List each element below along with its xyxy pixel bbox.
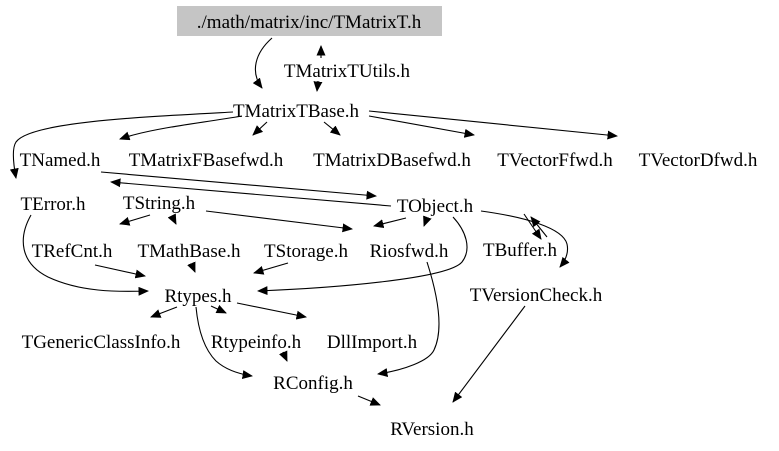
node-tstorage[interactable]: TStorage.h (264, 241, 348, 262)
node-tstring[interactable]: TString.h (123, 193, 196, 214)
node-tmatrixtutils[interactable]: TMatrixTUtils.h (284, 61, 411, 82)
node-tmatrixdbasefwd[interactable]: TMatrixDBasefwd.h (313, 150, 471, 171)
edge-group (9, 37, 618, 406)
edge-tbuffer-tobject (530, 216, 548, 238)
node-rtypeinfo[interactable]: Rtypeinfo.h (211, 332, 302, 353)
node-trefcnt[interactable]: TRefCnt.h (32, 241, 113, 262)
edge-rtypes-rtypeinfo (210, 304, 227, 314)
node-riosfwd[interactable]: Riosfwd.h (370, 241, 449, 262)
node-tmatrixt-box[interactable] (177, 6, 442, 36)
edge-tmatrixtbase-tmatrixfbasefwd (252, 121, 268, 136)
node-tversioncheck[interactable]: TVersionCheck.h (470, 285, 603, 306)
edge-tobject-tstorage (373, 217, 407, 229)
edge-rtypeinfo-rconfig (279, 350, 288, 362)
edge-tobject-tversioncheck (480, 210, 570, 268)
edge-rconfig-rversion (357, 395, 381, 406)
node-tmatrixt[interactable]: ./math/matrix/inc/TMatrixT.h (197, 12, 422, 33)
edge-trefcnt-rtypes (94, 264, 146, 279)
edge-terror-rtypes (22, 214, 149, 296)
node-tobject[interactable]: TObject.h (397, 196, 474, 217)
edge-tstring-tmathbase (167, 213, 177, 225)
edge-tmatrixtbase-tmatrixdbasefwd (323, 121, 341, 136)
node-rversion[interactable]: RVersion.h (390, 419, 474, 440)
edge-rtypes-dllimport (236, 302, 307, 320)
edge-tstring-trefcnt (119, 214, 151, 226)
node-rconfig[interactable]: RConfig.h (273, 373, 353, 394)
edge-tversioncheck-rversion (452, 305, 526, 403)
node-tvectorffwd[interactable]: TVectorFfwd.h (497, 150, 613, 171)
node-tgenericclassinfo[interactable]: TGenericClassInfo.h (22, 332, 181, 353)
edge-tobject-tnamed (110, 178, 392, 207)
edge-tstorage-rtypes (253, 262, 289, 275)
edge-tmatrixtbase-tvectorffwd (368, 115, 475, 138)
node-tmathbase[interactable]: TMathBase.h (138, 241, 241, 262)
edge-tmathbase-rtypes (187, 261, 196, 273)
edge-tnamed-tobject (100, 171, 377, 200)
node-tvectordfwd[interactable]: TVectorDfwd.h (639, 150, 758, 171)
node-terror[interactable]: TError.h (21, 194, 86, 215)
node-rtypes[interactable]: Rtypes.h (164, 286, 232, 307)
edge-riosfwd-rconfig (377, 261, 440, 378)
edge-tmatrixtutils-tmatrixtbase (313, 80, 323, 92)
edge-tstring-tstorage (205, 210, 353, 233)
edge-rtypes-tgenericclassinfo (150, 306, 178, 318)
node-group: ./math/matrix/inc/TMatrixT.h TMatrixTUti… (20, 6, 758, 440)
node-dllimport[interactable]: DllImport.h (327, 332, 418, 353)
edge-tobject-riosfwd (423, 215, 432, 227)
edge-tmatrixtbase-terror (9, 111, 234, 179)
edge-tobject-rtypes (257, 216, 468, 296)
node-tmatrixtbase[interactable]: TMatrixTBase.h (233, 101, 360, 122)
node-tbuffer[interactable]: TBuffer.h (483, 240, 558, 261)
node-tmatrixfbasefwd[interactable]: TMatrixFBasefwd.h (129, 150, 284, 171)
edge-tmatrixt-tmatrixtbase (252, 37, 273, 89)
edge-tmatrixtbase-tvectordfwd (368, 110, 618, 140)
edge-rtypes-rconfig (195, 306, 253, 380)
edge-tmatrixtbase-tnamed (119, 115, 243, 141)
node-tnamed[interactable]: TNamed.h (20, 150, 101, 171)
